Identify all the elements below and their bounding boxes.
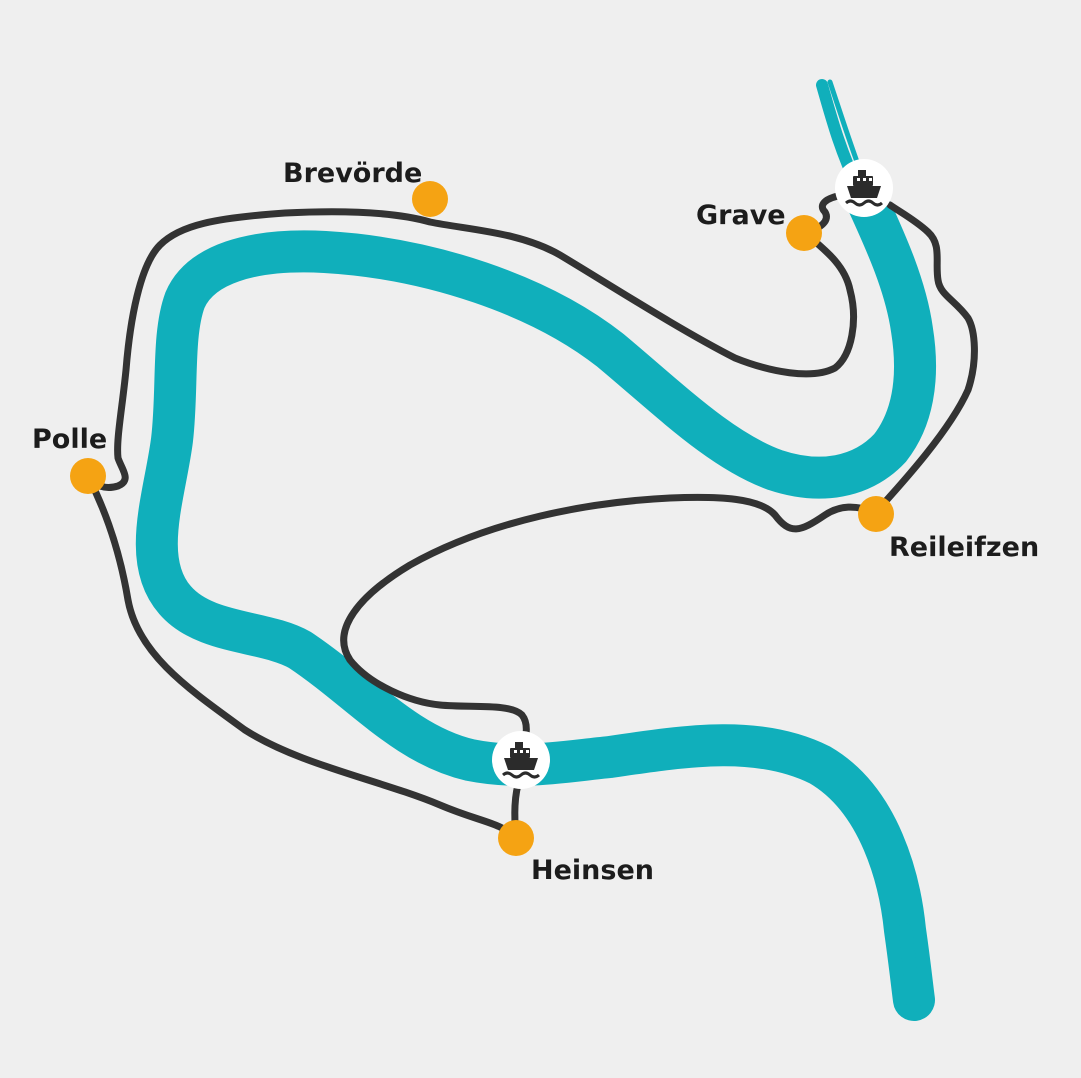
route-west-south (84, 472, 520, 842)
place-marker-heinsen (498, 820, 534, 856)
river-main (135, 169, 937, 1021)
ferry-south (492, 731, 550, 789)
place-marker-reileifzen (858, 496, 894, 532)
place-label-heinsen: Heinsen (531, 855, 654, 886)
place-label-grave: Grave (696, 200, 786, 231)
ferry-north (835, 159, 893, 217)
place-label-brevorde: Brevörde (283, 158, 422, 189)
place-label-polle: Polle (32, 424, 107, 455)
route-north-loop (84, 208, 857, 492)
place-marker-brevorde (412, 181, 448, 217)
place-marker-polle (70, 458, 106, 494)
place-label-reileifzen: Reileifzen (889, 532, 1039, 563)
route-inner (340, 493, 880, 759)
place-markers (70, 181, 894, 856)
place-labels: Brevörde Grave Polle Reileifzen Heinsen (32, 158, 1039, 886)
river-tail-taper (898, 923, 921, 1012)
route-outer-east (872, 201, 978, 516)
ferry-icon (845, 170, 883, 207)
ferry-icon (502, 742, 540, 779)
place-marker-grave (786, 215, 822, 251)
route (84, 191, 978, 842)
